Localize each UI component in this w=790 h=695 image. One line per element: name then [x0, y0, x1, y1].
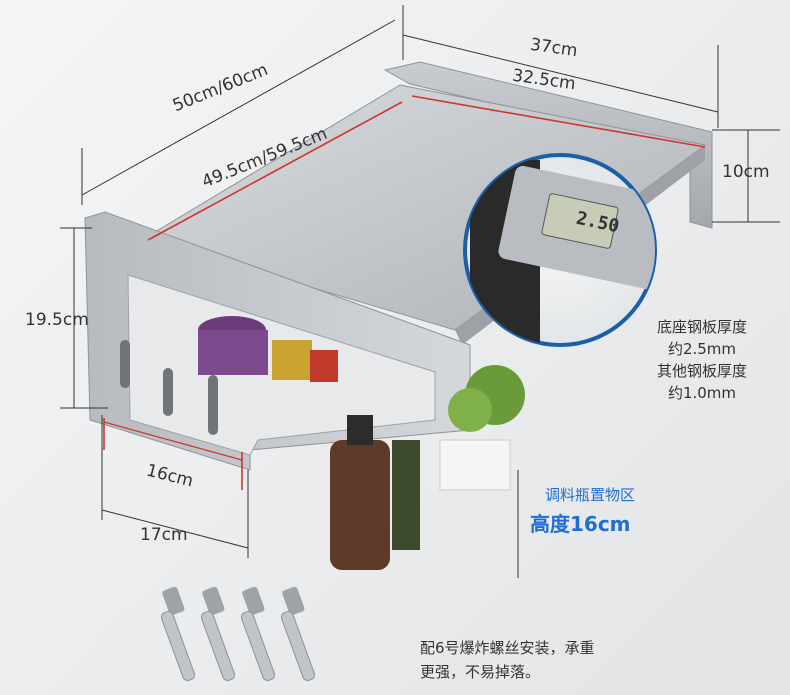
seasoning-zone-height: 高度16cm: [530, 512, 631, 536]
bolt-4: [280, 586, 316, 681]
other-thickness-label: 其他钢板厚度: [656, 362, 747, 380]
other-thickness-value: 约1.0mm: [667, 384, 737, 402]
hardware-caption-line2: 更强，不易掉落。: [420, 663, 541, 681]
dim-10cm: 10cm: [722, 162, 770, 182]
dim-17cm: 17cm: [140, 525, 188, 545]
hardware-caption-line1: 配6号爆炸螺丝安装，承重: [420, 639, 595, 657]
base-thickness-label: 底座钢板厚度: [656, 318, 747, 336]
back-wall-plate: [383, 61, 713, 229]
slot-2: [163, 368, 173, 416]
seasoning-zone-label: 调料瓶置物区: [544, 486, 635, 504]
base-thickness-value: 约2.5mm: [667, 340, 737, 358]
bolt-2: [200, 586, 236, 681]
bolt-1: [160, 586, 196, 681]
thickness-note: 底座钢板厚度 约2.5mm 其他钢板厚度 约1.0mm: [628, 316, 776, 404]
slot-1: [120, 340, 130, 388]
oil-bottle: [330, 440, 390, 570]
caliper-display: [541, 193, 619, 249]
bolt-3: [240, 586, 276, 681]
dim-19-5cm: 19.5cm: [25, 310, 89, 330]
hardware-caption: 配6号爆炸螺丝安装，承重 更强，不易掉落。: [420, 636, 595, 684]
slot-3: [208, 375, 218, 435]
